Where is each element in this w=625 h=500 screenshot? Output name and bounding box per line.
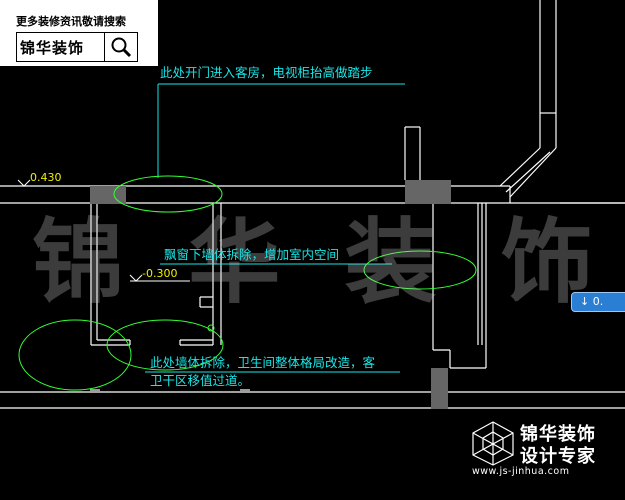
annotation-door: 此处开门进入客房，电视柜抬高做踏步 — [160, 65, 373, 80]
level-markers — [17, 179, 190, 282]
leader-lines — [145, 83, 405, 373]
brand-url: www.js-jinhua.com — [472, 466, 570, 477]
side-button-label: 0. — [592, 295, 604, 308]
cube-logo-icon — [472, 421, 514, 466]
brand-logo: 锦华装饰 设计专家 www.js-jinhua.com — [468, 418, 618, 480]
annotation-bathroom-line1: 此处墙体拆除，卫生间整体格局改造，客 — [150, 355, 376, 370]
search-button[interactable] — [104, 33, 137, 61]
search-icon — [111, 37, 132, 58]
logo-search-box[interactable]: 锦华装饰 — [16, 32, 138, 62]
level-label-top: 0.430 — [30, 171, 62, 184]
annotation-bathroom-line2: 卫干区移值过道。 — [150, 373, 251, 388]
logo-text: 锦华装饰 — [20, 39, 85, 57]
scroll-down-button[interactable]: ↓ 0. — [571, 292, 625, 312]
arrow-down-icon: ↓ — [580, 295, 590, 308]
level-label-bottom: -0.300 — [142, 267, 178, 280]
annotation-window: 飘窗下墙体拆除，增加室内空间 — [164, 247, 340, 262]
brand-tagline: 设计专家 — [520, 446, 596, 467]
search-hint: 更多装修资讯敬请搜索 — [16, 15, 126, 28]
columns — [90, 180, 451, 409]
highlight-ellipses — [18, 175, 477, 391]
brand-name: 锦华装饰 — [520, 424, 596, 445]
walls — [0, 0, 625, 409]
search-banner: 更多装修资讯敬请搜索 锦华装饰 — [0, 0, 158, 66]
